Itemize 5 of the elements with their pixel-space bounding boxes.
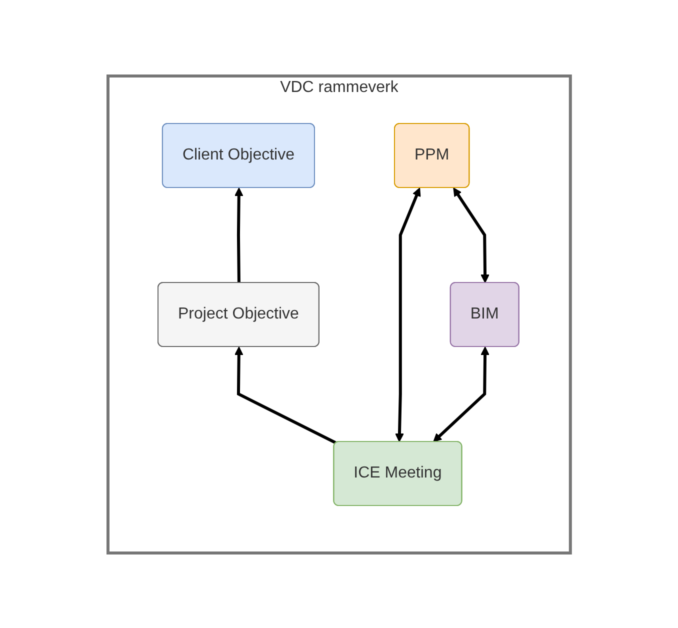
arrow bbox=[234, 346, 337, 444]
arrow bbox=[452, 187, 490, 282]
arrow bbox=[394, 187, 421, 442]
arrow bbox=[234, 187, 244, 283]
arrow bbox=[432, 346, 490, 442]
